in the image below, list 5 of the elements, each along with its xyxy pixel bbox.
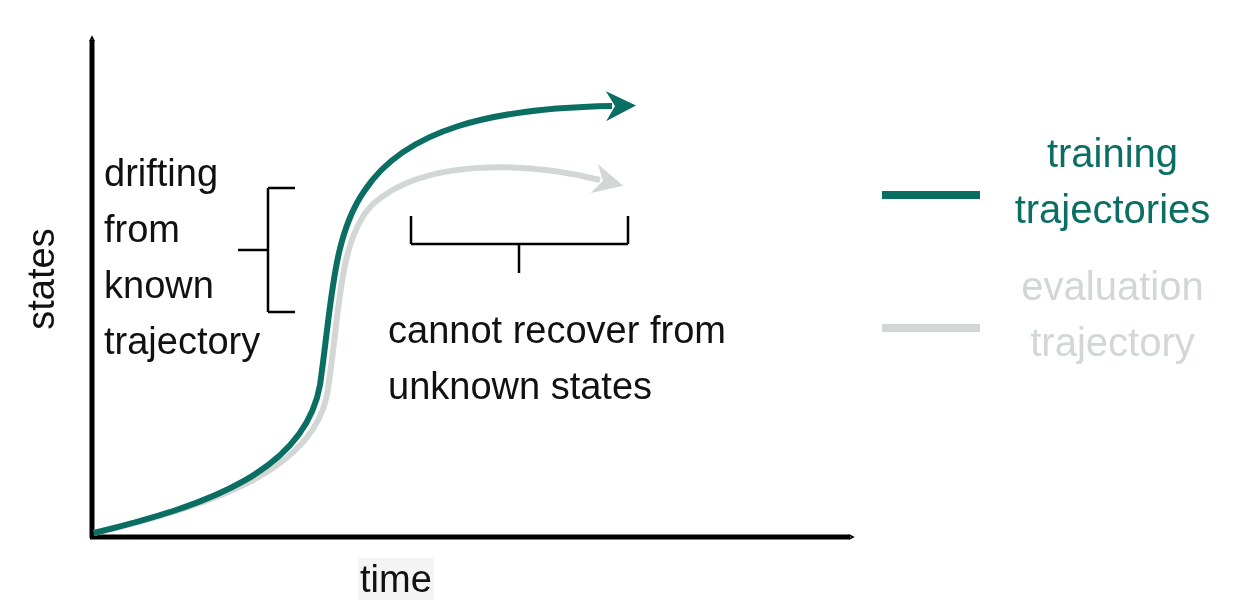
legend-label: training trajectories: [1013, 130, 1212, 233]
annotation-text: cannot recover from unknown states: [388, 308, 727, 409]
axis-label: states: [19, 228, 62, 330]
axis-label: time: [358, 558, 434, 600]
annotation-text: drifting from known trajectory: [104, 151, 261, 364]
